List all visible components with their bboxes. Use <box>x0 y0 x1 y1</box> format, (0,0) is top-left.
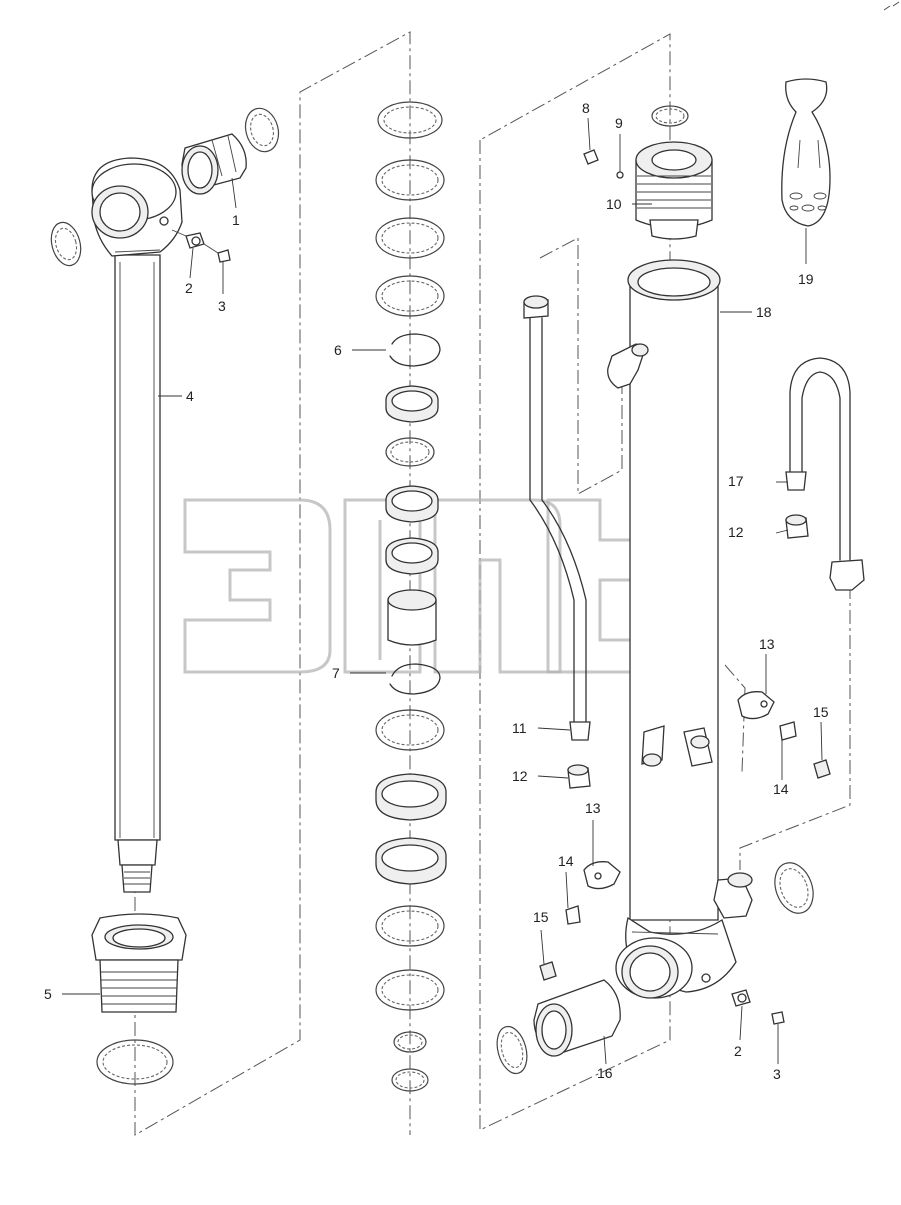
callout-14-right: 14 <box>773 781 789 797</box>
sleeve-12-left <box>567 764 591 789</box>
callout-9: 9 <box>615 115 623 131</box>
callout-4: 4 <box>186 388 194 404</box>
callout-1: 1 <box>232 212 240 228</box>
tube-elbow-fitting <box>607 343 649 389</box>
callout-13-left: 13 <box>585 800 601 816</box>
callout-labels: 1 2 3 4 5 6 7 8 9 10 11 12 12 13 13 14 1… <box>44 100 829 1082</box>
gland-o-ring <box>96 1039 174 1085</box>
base-bushing <box>533 979 621 1057</box>
callout-12-right: 12 <box>728 524 744 540</box>
sleeve-12-right <box>785 514 809 539</box>
hydraulic-line-left <box>523 295 591 741</box>
leader-lines <box>62 117 823 1065</box>
piston-rod <box>91 157 183 893</box>
head-o-ring <box>651 105 689 127</box>
rod-eye-bushing <box>181 133 247 195</box>
callout-11: 11 <box>512 720 527 736</box>
callout-2-base: 2 <box>734 1043 742 1059</box>
callout-14-left: 14 <box>558 853 574 869</box>
base-eye-seals <box>496 862 814 1075</box>
callout-2-rod: 2 <box>185 280 193 296</box>
grease-fitting-right <box>731 989 785 1025</box>
callout-12-left: 12 <box>512 768 528 784</box>
watermark-logo: TM <box>183 496 682 674</box>
callout-10: 10 <box>606 196 622 212</box>
cylinder-tube <box>615 259 753 999</box>
gland-nut <box>91 913 187 1013</box>
callout-13-right: 13 <box>759 636 775 652</box>
callout-5: 5 <box>44 986 52 1002</box>
callout-15-right: 15 <box>813 704 829 720</box>
callout-3-rod: 3 <box>218 298 226 314</box>
corner-mark <box>883 1 900 11</box>
callout-18: 18 <box>756 304 772 320</box>
callout-7: 7 <box>332 665 340 681</box>
clamp-13-right <box>737 691 831 779</box>
callout-17: 17 <box>728 473 744 489</box>
callout-16: 16 <box>597 1065 613 1081</box>
head-pin <box>583 149 624 179</box>
callout-6: 6 <box>334 342 342 358</box>
callout-3-base: 3 <box>773 1066 781 1082</box>
callout-15-left: 15 <box>533 909 549 925</box>
assembly-dash-lines <box>134 31 851 1136</box>
callout-8: 8 <box>582 100 590 116</box>
cylinder-head <box>635 141 713 240</box>
clamp-13-left <box>539 861 621 981</box>
callout-19: 19 <box>798 271 814 287</box>
seal-kit-rings <box>375 101 447 1092</box>
grease-fitting-left <box>171 229 231 263</box>
grease-boot <box>781 78 831 227</box>
hydraulic-line-right <box>785 357 865 591</box>
rod-eye-seals <box>50 107 280 267</box>
